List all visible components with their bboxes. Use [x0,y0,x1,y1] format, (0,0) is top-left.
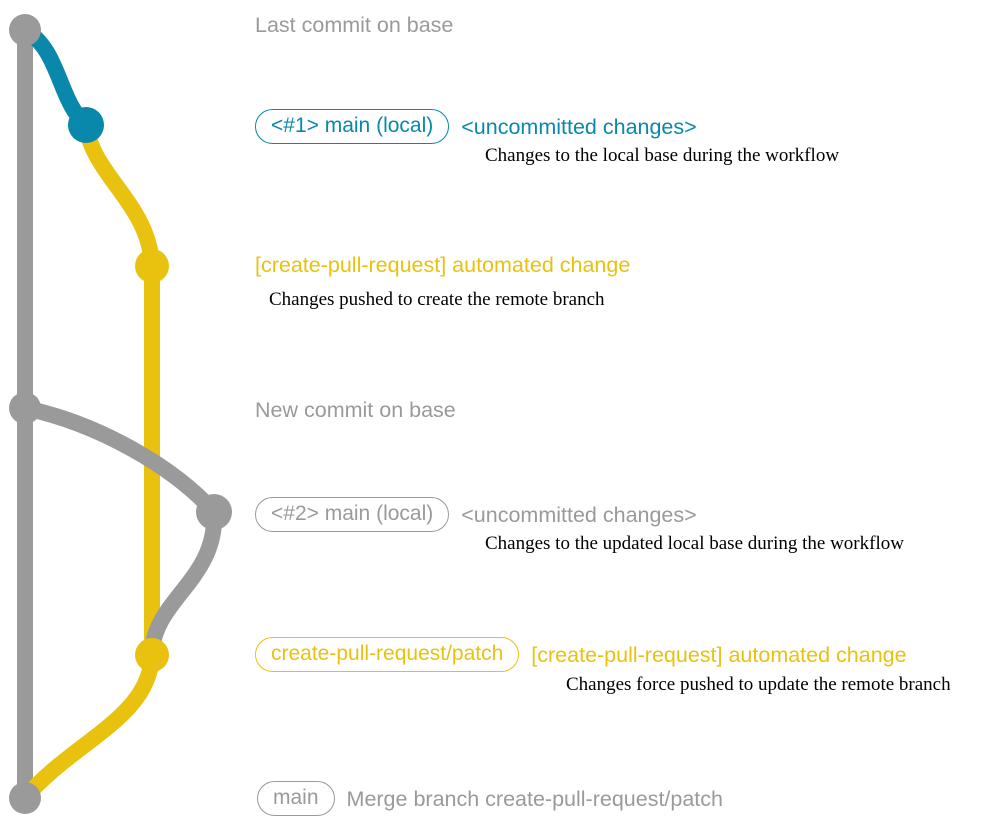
entry-new-commit-on-base: New commit on base [255,398,456,422]
entry-remote-automated-change-1: [create-pull-request] automated change [255,253,630,277]
node-local-commit-1[interactable] [68,107,104,143]
subtext-local-uncommitted-2: Changes to the updated local base during… [485,533,904,554]
headline-automated-change-1: [create-pull-request] automated change [255,253,631,277]
badge-create-pull-request-patch[interactable]: create-pull-request/patch [255,637,520,672]
headline-uncommitted-changes-2: <uncommitted changes> [461,502,697,527]
badge-main-local-1[interactable]: <#1> main (local) [255,109,450,144]
headline-merge-branch: Merge branch create-pull-request/patch [346,786,723,811]
node-remote-commit-1[interactable] [135,249,169,283]
entry-remote-automated-change-2: create-pull-request/patch [create-pull-r… [255,637,907,672]
subtext-remote-automated-change-1: Changes pushed to create the remote bran… [269,289,605,310]
base-to-local-2-line [17,400,222,520]
entry-local-uncommitted-1: <#1> main (local) <uncommitted changes> [255,109,697,144]
remote-2-to-merge-line [17,647,160,806]
node-remote-commit-2[interactable] [135,638,169,672]
entry-base-merge-commit: main Merge branch create-pull-request/pa… [257,781,723,816]
subtext-remote-automated-change-2: Changes force pushed to update the remot… [566,674,951,695]
entry-local-uncommitted-2: <#2> main (local) <uncommitted changes> [255,497,697,532]
headline-last-commit-on-base: Last commit on base [255,13,454,37]
node-base-new-commit[interactable] [9,392,41,424]
subtext-local-uncommitted-1: Changes to the local base during the wor… [485,145,840,166]
node-base-merge[interactable] [9,782,41,814]
headline-automated-change-2: [create-pull-request] automated change [531,642,907,667]
local-2-to-remote-2-line [144,504,223,663]
badge-main-local-2[interactable]: <#2> main (local) [255,497,450,532]
headline-uncommitted-changes-1: <uncommitted changes> [461,114,697,139]
entry-last-commit-on-base: Last commit on base [255,13,453,37]
badge-main[interactable]: main [257,781,335,816]
node-local-commit-2[interactable] [196,494,232,530]
node-base-last-commit[interactable] [9,14,41,46]
headline-new-commit-on-base: New commit on base [255,398,456,422]
